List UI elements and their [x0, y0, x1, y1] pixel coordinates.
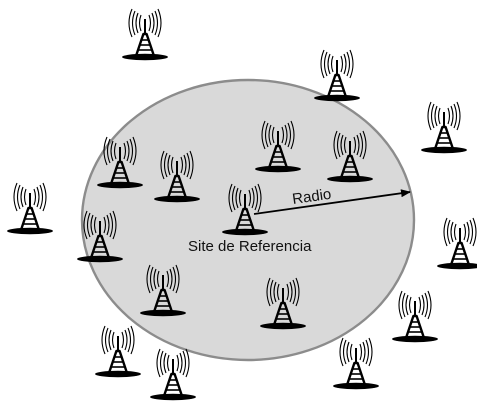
cell-tower-icon	[331, 336, 381, 391]
cell-tower-icon	[148, 347, 198, 401]
cell-tower-icon	[120, 7, 170, 62]
cell-tower-icon	[390, 289, 440, 344]
cell-tower-icon	[419, 100, 469, 155]
reference-site-label: Site de Referencia	[188, 238, 312, 255]
radius-label: Radio	[291, 186, 332, 208]
cell-tower-icon	[435, 216, 477, 271]
cell-tower-icon	[93, 324, 143, 379]
radius-arrow	[253, 189, 411, 215]
cell-tower-icon	[5, 181, 55, 236]
